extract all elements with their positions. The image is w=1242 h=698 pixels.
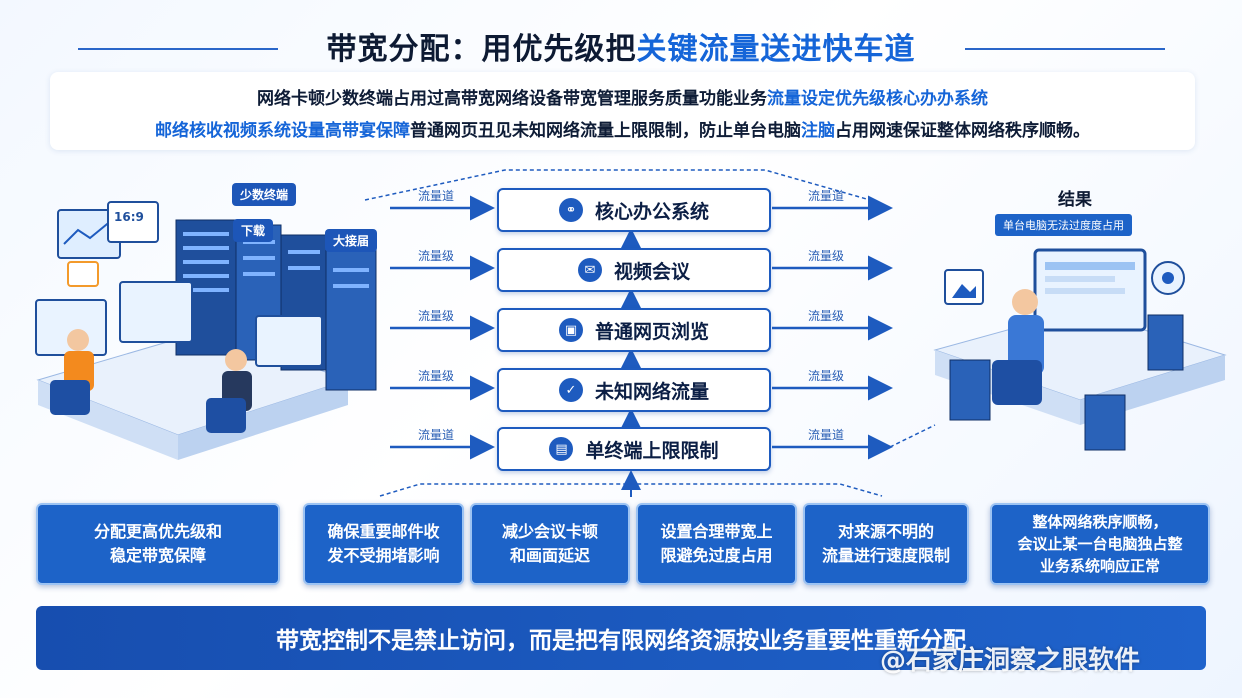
card-text: 对来源不明的 流量进行速度限制 [821, 522, 950, 565]
flow-box-unknown-traffic: ✓ 未知网络流量 [497, 368, 771, 412]
card-text: 设置合理带宽上 限避免过度占用 [660, 522, 773, 565]
link-icon: ⚭ [558, 198, 583, 222]
description-text: 占用网速保证整体网络秩序顺畅。 [835, 121, 1090, 141]
description-text: 网络卡顿少数终端占用过高带宽网络设备带宽管理服务质量功能业务 [257, 89, 767, 109]
title-rule-right [965, 48, 1165, 50]
title-rule-left [78, 48, 278, 50]
description-card: 网络卡顿少数终端占用过高带宽网络设备带宽管理服务质量功能业务流量设定优先级核心办… [50, 72, 1195, 150]
card-priority-guarantee: 分配更高优先级和 稳定带宽保障 [36, 503, 280, 585]
title-text-main: 带宽分配：用优先级把 [326, 32, 637, 67]
person-icon [50, 329, 94, 415]
title-text-highlight: 关键流量送进快车道 [636, 32, 916, 67]
result-tag: 单台电脑无法过度度占用 [995, 214, 1132, 236]
result-title: 结果 [1058, 190, 1092, 210]
flow-box-core-office: ⚭ 核心办公系统 [497, 188, 771, 232]
flow-box-label: 核心办公系统 [594, 200, 709, 223]
card-text: 整体网络秩序顺畅， 会议止某一台电脑独占整 业务系统响应正常 [1017, 513, 1183, 575]
flow-box-video-meeting: ✉ 视频会议 [497, 248, 771, 292]
office-illustration-right [933, 248, 1227, 451]
page-title: 带宽分配：用优先级把关键流量送进快车道 [0, 24, 1242, 68]
description-highlight: 注脑 [801, 121, 835, 141]
flow-box-label: 视频会议 [613, 260, 690, 283]
tag-download: 下载 [233, 219, 274, 242]
person-icon [206, 349, 252, 433]
screen-ratio-label: 16:9 [114, 210, 144, 224]
arrow-label-right: 流量级 [808, 369, 845, 383]
card-bandwidth-limit: 设置合理带宽上 限避免过度占用 [636, 503, 797, 585]
flow-box-label: 未知网络流量 [594, 380, 709, 403]
arrow-label-right: 流量级 [808, 249, 845, 263]
arrow-label-right: 流量道 [808, 189, 845, 203]
browser-icon: ▣ [558, 318, 583, 342]
check-icon: ✓ [558, 378, 583, 402]
card-text: 分配更高优先级和 稳定带宽保障 [93, 522, 222, 565]
description-text: 普通网页丑见未知网络流量上限限制，防止单台电脑 [410, 121, 801, 141]
office-illustration-left [35, 201, 377, 460]
arrow-label-right: 流量级 [808, 309, 845, 323]
tag-few-terminals: 少数终端 [232, 183, 297, 206]
person-icon [992, 289, 1044, 405]
arrow-label-left: 流量级 [418, 369, 455, 383]
description-highlight: 流量设定优先级核心办办系统 [767, 89, 988, 109]
arrow-label-left: 流量道 [418, 189, 455, 203]
arrow-label-left: 流量级 [418, 249, 455, 263]
flow-box-terminal-limit: ▤ 单终端上限限制 [497, 427, 771, 471]
description-line-1: 网络卡顿少数终端占用过高带宽网络设备带宽管理服务质量功能业务流量设定优先级核心办… [50, 84, 1195, 109]
flow-box-label: 单终端上限限制 [585, 439, 719, 462]
card-result-summary: 整体网络秩序顺畅， 会议止某一台电脑独占整 业务系统响应正常 [990, 503, 1210, 585]
document-icon: ▤ [549, 437, 574, 461]
banner-text: 带宽控制不是禁止访问，而是把有限网络资源按业务重要性重新分配 [276, 628, 966, 654]
card-unknown-speed-limit: 对来源不明的 流量进行速度限制 [803, 503, 969, 585]
arrow-label-right: 流量道 [808, 428, 845, 442]
description-line-2: 邮络核收视频系统设量高带宴保障普通网页丑见未知网络流量上限限制，防止单台电脑注脑… [50, 116, 1195, 141]
card-meeting-latency: 减少会议卡顿 和画面延迟 [470, 503, 630, 585]
description-highlight: 邮络核收视频系统设量高带宴保障 [155, 121, 410, 141]
flow-box-label: 普通网页浏览 [594, 320, 709, 343]
card-text: 确保重要邮件收 发不受拥堵影响 [327, 522, 440, 565]
chat-icon: ✉ [577, 258, 602, 282]
watermark: @石家庄洞察之眼软件 [880, 646, 1141, 676]
bottom-banner: 带宽控制不是禁止访问，而是把有限网络资源按业务重要性重新分配 [36, 606, 1206, 670]
card-email-protection: 确保重要邮件收 发不受拥堵影响 [303, 503, 464, 585]
arrow-label-left: 流量道 [418, 428, 455, 442]
card-text: 减少会议卡顿 和画面延迟 [501, 522, 598, 565]
tag-large-connection: 大接届 [325, 229, 378, 252]
flow-box-web-browsing: ▣ 普通网页浏览 [497, 308, 771, 352]
arrow-label-left: 流量级 [418, 309, 455, 323]
